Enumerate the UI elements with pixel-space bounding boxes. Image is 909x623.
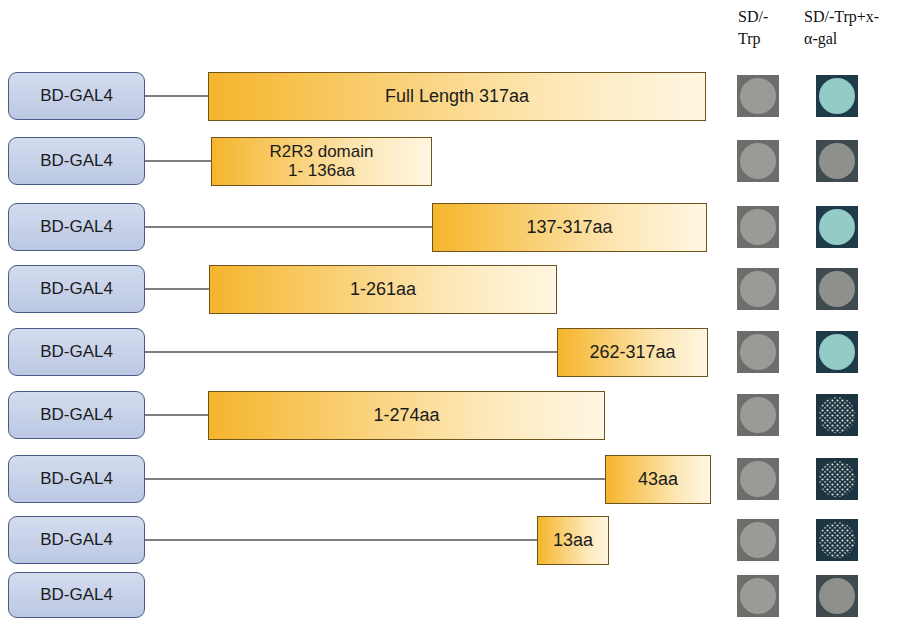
- bd-gal4-box: BD-GAL4: [8, 137, 145, 185]
- colony-plate: [737, 331, 779, 373]
- protein-fragment-box: 43aa: [605, 455, 711, 504]
- linker-line: [145, 226, 432, 227]
- colony-plate: [737, 519, 779, 561]
- colony-plate: [816, 75, 858, 117]
- box-label: 13aa: [553, 531, 593, 551]
- protein-fragment-box: Full Length 317aa: [208, 72, 706, 121]
- colony-plate: [816, 140, 858, 182]
- protein-fragment-box: 13aa: [537, 516, 609, 565]
- colony-plate: [816, 394, 858, 436]
- box-label: BD-GAL4: [40, 87, 113, 106]
- protein-fragment-box: 1-261aa: [209, 265, 557, 314]
- protein-fragment-box: R2R3 domain 1- 136aa: [211, 137, 432, 186]
- colony-plate: [816, 331, 858, 373]
- colony-plate: [737, 75, 779, 117]
- column-header: SD/-Trp+x- α-gal: [804, 6, 888, 49]
- colony-plate: [737, 394, 779, 436]
- bd-gal4-box: BD-GAL4: [8, 265, 145, 313]
- box-label: BD-GAL4: [40, 218, 113, 237]
- box-label: BD-GAL4: [40, 343, 113, 362]
- protein-fragment-box: 1-274aa: [208, 391, 605, 440]
- colony-plate: [816, 519, 858, 561]
- bd-gal4-box: BD-GAL4: [8, 203, 145, 251]
- colony-plate: [816, 268, 858, 310]
- box-label: Full Length 317aa: [385, 87, 529, 107]
- linker-line: [145, 351, 557, 352]
- box-label: 43aa: [638, 470, 678, 490]
- bd-gal4-box: BD-GAL4: [8, 72, 145, 120]
- colony-plate: [816, 206, 858, 248]
- colony-plate: [816, 458, 858, 500]
- box-label: R2R3 domain 1- 136aa: [261, 143, 383, 180]
- box-label: 137-317aa: [526, 218, 612, 238]
- bd-gal4-box: BD-GAL4: [8, 328, 145, 376]
- bd-gal4-box: BD-GAL4: [8, 391, 145, 439]
- colony-plate: [737, 206, 779, 248]
- box-label: 262-317aa: [589, 343, 675, 363]
- bd-gal4-box: BD-GAL4: [8, 572, 145, 618]
- column-header: SD/- Trp: [738, 6, 782, 49]
- box-label: BD-GAL4: [40, 152, 113, 171]
- linker-line: [145, 478, 605, 479]
- box-label: BD-GAL4: [40, 406, 113, 425]
- bd-gal4-box: BD-GAL4: [8, 455, 145, 503]
- colony-plate: [737, 458, 779, 500]
- box-label: BD-GAL4: [40, 280, 113, 299]
- box-label: 1-274aa: [373, 406, 439, 426]
- colony-plate: [816, 575, 858, 617]
- protein-fragment-box: 137-317aa: [432, 203, 707, 252]
- linker-line: [145, 539, 537, 540]
- linker-line: [145, 160, 211, 161]
- protein-fragment-box: 262-317aa: [557, 328, 708, 377]
- linker-line: [145, 288, 209, 289]
- box-label: BD-GAL4: [40, 531, 113, 550]
- box-label: 1-261aa: [350, 280, 416, 300]
- linker-line: [145, 95, 208, 96]
- colony-plate: [737, 140, 779, 182]
- colony-plate: [737, 268, 779, 310]
- colony-plate: [737, 575, 779, 617]
- linker-line: [145, 414, 208, 415]
- bd-gal4-box: BD-GAL4: [8, 516, 145, 564]
- box-label: BD-GAL4: [40, 586, 113, 605]
- box-label: BD-GAL4: [40, 470, 113, 489]
